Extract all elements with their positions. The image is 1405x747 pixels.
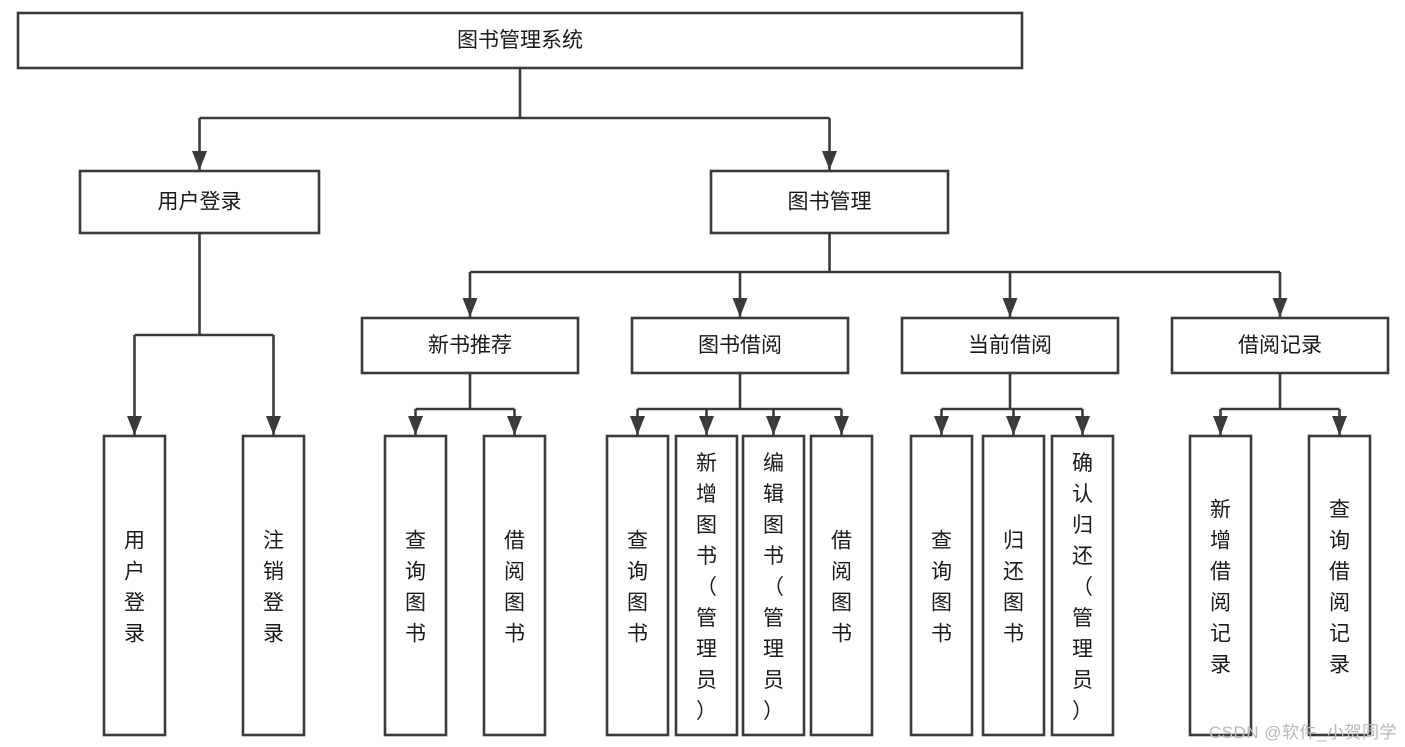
node-leaf[interactable]: 用户登录 <box>102 434 167 737</box>
node-leaf[interactable]: 归还图书 <box>981 434 1046 737</box>
node-box-rect <box>630 316 850 375</box>
node-leaf[interactable]: 编辑图书（管理员） <box>741 434 806 737</box>
node-box-rect <box>1050 434 1115 737</box>
arrow-head-icon <box>732 298 748 317</box>
node-box-rect <box>981 434 1046 737</box>
arrow-head-icon <box>1006 416 1021 435</box>
connector-layer <box>127 68 1347 435</box>
node-level2[interactable]: 图书管理 <box>709 169 950 235</box>
node-root[interactable]: 图书管理系统 <box>16 11 1024 70</box>
node-leaf[interactable]: 确认归还（管理员） <box>1050 434 1115 737</box>
node-label: 新书推荐 <box>428 334 512 357</box>
node-label: 借阅图书 <box>504 530 525 646</box>
node-box-rect <box>741 434 806 737</box>
arrow-head-icon <box>822 151 837 170</box>
arrow-head-icon <box>1213 416 1228 435</box>
node-leaf[interactable]: 查询借阅记录 <box>1307 434 1372 737</box>
node-box-rect <box>383 434 448 737</box>
node-box-rect <box>1188 434 1253 737</box>
node-label: 用户登录 <box>158 191 242 214</box>
node-label: 注销登录 <box>263 530 284 646</box>
node-level3[interactable]: 借阅记录 <box>1170 316 1390 375</box>
node-label: 借阅图书 <box>831 530 852 646</box>
node-label: 查询图书 <box>627 530 648 646</box>
arrow-head-icon <box>630 416 645 435</box>
arrow-head-icon <box>266 416 281 435</box>
arrow-head-icon <box>1075 416 1090 435</box>
node-level3[interactable]: 图书借阅 <box>630 316 850 375</box>
node-label: 查询图书 <box>405 530 426 646</box>
arrow-head-icon <box>127 416 142 435</box>
arrow-head-icon <box>1002 298 1018 317</box>
arrow-head-icon <box>1272 298 1288 317</box>
node-layer: 图书管理系统用户登录图书管理新书推荐图书借阅当前借阅借阅记录用户登录注销登录查询… <box>16 11 1390 737</box>
node-label: 归还图书 <box>1003 530 1024 646</box>
node-label: 查询图书 <box>931 530 952 646</box>
node-box-rect <box>674 434 739 737</box>
node-box-rect <box>241 434 306 737</box>
node-box-rect <box>709 169 950 235</box>
node-leaf[interactable]: 查询图书 <box>383 434 448 737</box>
arrow-head-icon <box>507 416 522 435</box>
node-box-rect <box>102 434 167 737</box>
node-level3[interactable]: 新书推荐 <box>360 316 580 375</box>
node-leaf[interactable]: 查询图书 <box>605 434 670 737</box>
arrow-head-icon <box>834 416 849 435</box>
node-level3[interactable]: 当前借阅 <box>900 316 1120 375</box>
node-leaf[interactable]: 新增图书（管理员） <box>674 434 739 737</box>
arrow-head-icon <box>192 151 207 170</box>
node-label: 新增借阅记录 <box>1210 499 1231 677</box>
arrow-head-icon <box>408 416 423 435</box>
node-leaf[interactable]: 借阅图书 <box>809 434 874 737</box>
arrow-head-icon <box>766 416 781 435</box>
node-box-rect <box>1307 434 1372 737</box>
node-box-rect <box>78 169 321 235</box>
node-box-rect <box>360 316 580 375</box>
node-box-rect <box>809 434 874 737</box>
node-label: 确认归还（管理员） <box>1072 452 1093 723</box>
node-label: 用户登录 <box>124 530 145 646</box>
node-leaf[interactable]: 注销登录 <box>241 434 306 737</box>
node-box-rect <box>16 11 1024 70</box>
node-label: 查询借阅记录 <box>1329 499 1350 677</box>
node-label: 借阅记录 <box>1238 334 1322 357</box>
arrow-head-icon <box>934 416 949 435</box>
arrow-head-icon <box>462 298 478 317</box>
node-label: 图书管理 <box>788 191 872 214</box>
node-label: 编辑图书（管理员） <box>763 452 784 723</box>
node-box-rect <box>1170 316 1390 375</box>
node-label: 图书借阅 <box>698 334 782 357</box>
node-label: 图书管理系统 <box>457 29 583 52</box>
node-box-rect <box>605 434 670 737</box>
node-box-rect <box>900 316 1120 375</box>
node-leaf[interactable]: 新增借阅记录 <box>1188 434 1253 737</box>
node-leaf[interactable]: 借阅图书 <box>482 434 547 737</box>
arrow-head-icon <box>1332 416 1347 435</box>
node-box-rect <box>909 434 974 737</box>
node-label: 当前借阅 <box>968 334 1052 357</box>
node-leaf[interactable]: 查询图书 <box>909 434 974 737</box>
node-level2[interactable]: 用户登录 <box>78 169 321 235</box>
node-box-rect <box>482 434 547 737</box>
node-label: 新增图书（管理员） <box>696 452 717 723</box>
arrow-head-icon <box>699 416 714 435</box>
